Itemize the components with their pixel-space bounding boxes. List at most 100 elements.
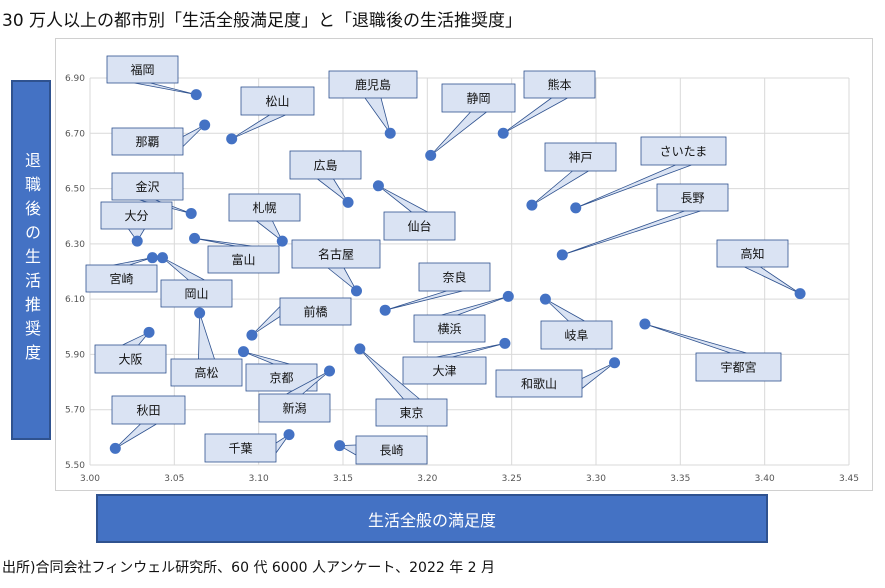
callout-pointer	[113, 257, 153, 266]
callout-pointer	[545, 298, 585, 322]
city-label: 岐阜	[564, 329, 588, 343]
y-tick-label: 6.10	[65, 295, 85, 305]
x-tick-label: 3.25	[502, 474, 522, 484]
data-point	[556, 249, 568, 261]
callout-box-fill	[414, 315, 485, 342]
city-label: 熊本	[547, 77, 571, 92]
data-point	[384, 127, 396, 139]
callout-box-fill	[376, 399, 447, 426]
data-point	[237, 346, 249, 358]
city-label: 静岡	[466, 92, 490, 106]
callout-layer: 福岡那覇松山鹿児島静岡熊本広島神戸さいたま金沢札幌仙台大分富山長野宮崎岡山名古屋…	[85, 55, 801, 465]
data-point	[276, 235, 288, 247]
x-tick-label: 3.45	[839, 474, 859, 484]
callout-box-fill	[419, 263, 490, 291]
callout-pointer	[134, 82, 197, 95]
callout-box-fill	[171, 359, 242, 386]
callout-box-fill	[112, 173, 183, 200]
data-point	[794, 288, 806, 300]
callout-box-fill	[86, 265, 157, 292]
city-label: 千葉	[228, 442, 252, 456]
callout-pointer	[243, 351, 290, 365]
callout-pointer	[385, 290, 463, 311]
data-point	[379, 304, 391, 316]
y-tick-label: 6.30	[65, 240, 85, 250]
x-tick-label: 3.30	[586, 474, 606, 484]
city-label: 富山	[231, 252, 255, 267]
city-label: 秋田	[136, 404, 160, 418]
data-point	[185, 207, 197, 219]
callout-box-fill	[95, 345, 166, 373]
y-tick-label: 6.70	[65, 129, 85, 139]
city-label: 長野	[680, 191, 704, 205]
callout-box-fill	[229, 194, 300, 221]
x-tick-label: 3.05	[164, 474, 184, 484]
city-label: 前橋	[303, 304, 327, 319]
data-point	[425, 149, 437, 161]
city-label: 横浜	[437, 322, 461, 336]
city-label: 神戸	[568, 151, 592, 165]
data-point	[539, 293, 551, 305]
city-label: 札幌	[252, 200, 276, 215]
callout-box-fill	[292, 240, 380, 268]
callout-pointer	[644, 323, 747, 354]
city-label: 高知	[740, 246, 764, 261]
callout-box-fill	[101, 202, 172, 229]
callout-box-fill	[241, 87, 314, 115]
y-tick-label: 6.50	[65, 185, 85, 195]
city-label: 新潟	[282, 401, 306, 416]
callout-pointer	[562, 210, 701, 256]
callout-pointer	[581, 362, 615, 389]
data-point	[189, 232, 201, 244]
callout-box-fill	[107, 56, 178, 83]
callout-pointer	[198, 312, 215, 360]
city-label: 宮崎	[109, 271, 133, 286]
data-point	[226, 133, 238, 145]
data-point	[324, 365, 336, 377]
city-label: 名古屋	[318, 247, 354, 262]
callout-box-fill	[496, 370, 582, 397]
data-point	[639, 318, 651, 330]
city-label: 和歌山	[521, 376, 557, 391]
y-tick-label: 5.90	[65, 350, 85, 360]
city-label: 奈良	[442, 270, 466, 285]
x-tick-label: 3.00	[80, 474, 100, 484]
city-label: さいたま	[660, 145, 708, 159]
city-label: 那覇	[135, 135, 159, 149]
callout-pointer	[115, 423, 157, 449]
y-tick-label: 5.70	[65, 406, 85, 416]
callout-box-fill	[545, 143, 616, 171]
city-label: 広島	[313, 158, 337, 173]
city-label: 宇都宮	[720, 360, 756, 375]
city-label: 松山	[265, 95, 289, 109]
data-point	[342, 196, 354, 208]
callout-box-fill	[112, 128, 183, 155]
point-layer	[109, 89, 806, 454]
callout-box-fill	[403, 357, 486, 384]
callout-box-fill	[329, 71, 417, 98]
callout-pointer	[251, 306, 281, 336]
callout-box-fill	[259, 394, 330, 422]
data-point	[350, 285, 362, 297]
city-label: 大津	[432, 364, 456, 378]
data-point	[246, 329, 258, 341]
city-label: 鹿児島	[355, 77, 391, 92]
data-point	[526, 199, 538, 211]
data-point	[334, 440, 346, 452]
data-point	[354, 343, 366, 355]
city-label: 京都	[269, 371, 293, 385]
city-label: 長崎	[379, 444, 403, 458]
callout-pointer	[364, 97, 391, 134]
city-label: 金沢	[135, 179, 159, 194]
data-point	[199, 119, 211, 131]
city-label: 福岡	[130, 62, 154, 77]
data-point	[497, 127, 509, 139]
callout-pointer	[162, 257, 205, 281]
data-point	[609, 357, 621, 369]
data-point	[283, 429, 295, 441]
callout-box-fill	[442, 84, 515, 112]
callout-box-fill	[161, 280, 232, 307]
callout-box-fill	[524, 71, 595, 98]
city-label: 東京	[399, 406, 423, 420]
